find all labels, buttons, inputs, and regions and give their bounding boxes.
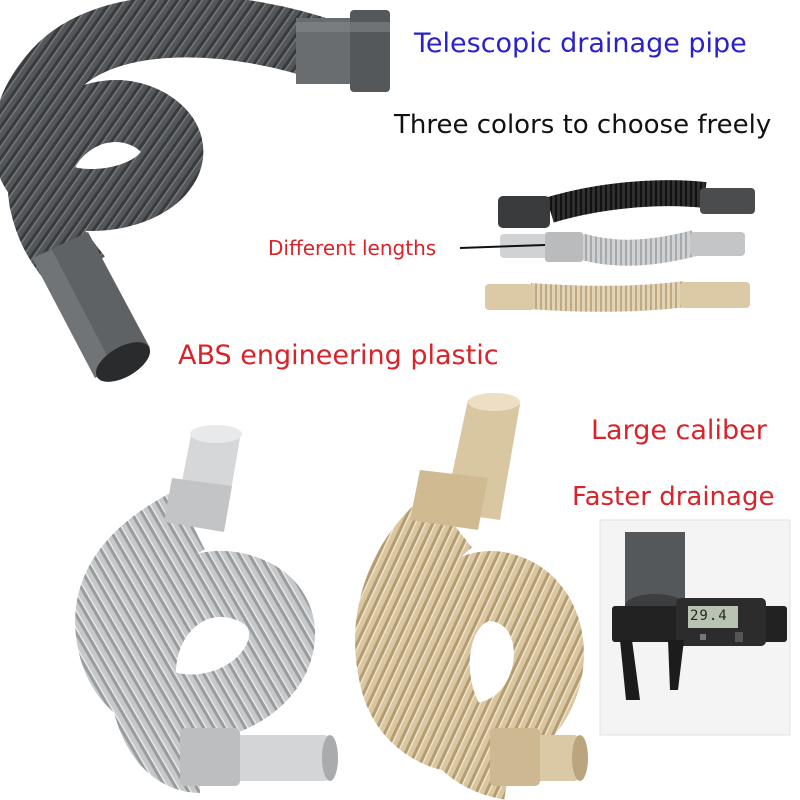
lengths-pointer-line	[459, 244, 546, 249]
dark-gray-pipe	[0, 0, 390, 382]
three-color-pipes	[485, 180, 755, 312]
caliper-inset	[599, 519, 791, 736]
subheadline: Three colors to choose freely	[394, 110, 772, 140]
callout-caliber: Large caliber	[591, 415, 767, 446]
light-gray-pipe	[75, 425, 338, 793]
caliper-reading: 29.4	[690, 608, 728, 624]
callout-material: ABS engineering plastic	[178, 340, 499, 371]
beige-pipe	[355, 393, 588, 800]
headline: Telescopic drainage pipe	[414, 28, 747, 59]
callout-lengths: Different lengths	[268, 236, 437, 260]
callout-drainage: Faster drainage	[572, 482, 775, 512]
